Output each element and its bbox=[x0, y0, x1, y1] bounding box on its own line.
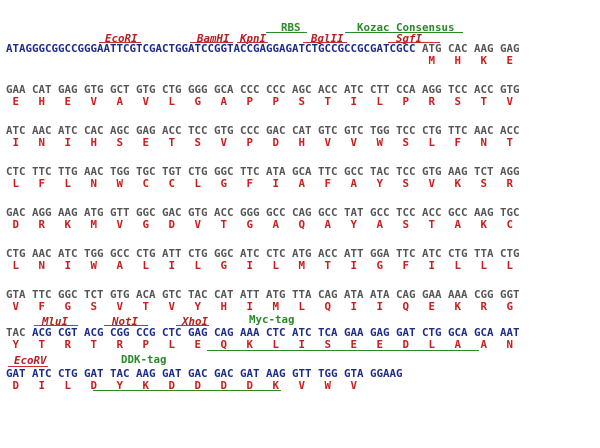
bamhi-underline bbox=[190, 42, 233, 43]
ecori-underline bbox=[99, 42, 141, 43]
aa-line-2: I N I H S E T S V P D H V V W S L F N T bbox=[6, 136, 514, 149]
nt-line-8: GAT ATC CTG GAT TAC AAG GAT GAC GAC GAT … bbox=[6, 367, 403, 380]
kozak-underline bbox=[345, 32, 463, 33]
myc-tag-label: Myc-tag bbox=[249, 313, 295, 326]
nt-line-2: ATC AAC ATC CAC AGC GAG ACC TCC GTG CCC … bbox=[6, 124, 520, 137]
noti-label: NotI bbox=[112, 315, 139, 328]
nt-line-1: GAA CAT GAG GTG GCT GTG CTG GGG GCA CCC … bbox=[6, 83, 520, 96]
aa-line-1: E H E V A V L G A P P S T I L P R S T V bbox=[6, 95, 514, 108]
kpni-label: KpnI bbox=[240, 32, 267, 45]
xhoi-underline bbox=[176, 325, 209, 326]
nt-line-5: CTG AAC ATC TGG GCC CTG ATT CTG GGC ATC … bbox=[6, 247, 520, 260]
rbs-underline bbox=[266, 32, 307, 33]
mlui-underline bbox=[34, 325, 78, 326]
bglii-underline bbox=[303, 42, 347, 43]
aa-line-0: M H K E bbox=[6, 54, 514, 67]
sgfi-label: SgfI bbox=[396, 32, 423, 45]
mlui-label: MluI bbox=[42, 315, 69, 328]
aa-line-7: Y T R T R P L E Q K L I S E E D L A A N bbox=[6, 338, 514, 351]
myc-tag-underline bbox=[207, 350, 479, 351]
ecori-label: EcoRI bbox=[105, 32, 138, 45]
sgfi-underline bbox=[388, 42, 440, 43]
ddk-tag-underline bbox=[93, 390, 281, 391]
ecorv-underline bbox=[8, 366, 48, 367]
nt-line-7: TAC ACG CGT ACG CGG CCG CTC GAG CAG AAA … bbox=[6, 326, 520, 339]
nt-line-3: CTC TTC TTG AAC TGG TGC TGT CTG GGC TTC … bbox=[6, 165, 520, 178]
aa-line-3: L F L N W C C L G F I A F A Y S V K S R bbox=[6, 177, 514, 190]
aa-line-6: V F G S V T V Y H I M L Q I I Q E K R G bbox=[6, 300, 514, 313]
ecorv-label: EcoRV bbox=[14, 354, 47, 367]
ddk-tag-label: DDK-tag bbox=[121, 353, 167, 366]
nt-line-4: GAC AGG AAG ATG GTT GGC GAC GTG ACC GGG … bbox=[6, 206, 520, 219]
nt-line-0: ATAGGGCGGCCGGGAATTCGTCGACTGGATCCGGTACCGA… bbox=[6, 42, 520, 55]
nt-line-6: GTA TTC GGC TCT GTG ACA GTC TAC CAT ATT … bbox=[6, 288, 520, 301]
xhoi-label: XhoI bbox=[182, 315, 209, 328]
rbs-label: RBS bbox=[281, 21, 301, 34]
aa-line-4: D R K M V G D V T G A Q A Y A S T A K C bbox=[6, 218, 514, 231]
bglii-label: BglII bbox=[311, 32, 344, 45]
noti-underline bbox=[104, 325, 148, 326]
bamhi-label: BamHI bbox=[197, 32, 230, 45]
aa-line-5: L N I W A L I L G I L M T I G F I L L L bbox=[6, 259, 514, 272]
kozak-label: Kozac Consensus bbox=[357, 21, 455, 34]
kpni-underline bbox=[237, 42, 268, 43]
aa-line-8: D I L D Y K D D D D K V W V bbox=[6, 379, 358, 392]
